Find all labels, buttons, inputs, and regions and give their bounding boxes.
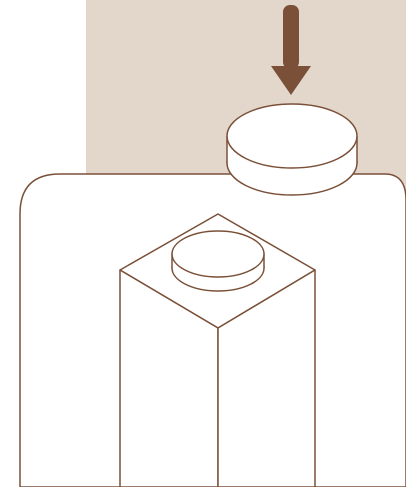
arrow-shaft — [283, 5, 299, 69]
lid — [226, 103, 358, 196]
down-arrow-icon — [271, 5, 311, 95]
arrow-head — [271, 66, 311, 95]
box-cap — [171, 230, 265, 292]
box-right-face — [217, 269, 316, 487]
lid-top — [226, 103, 358, 169]
box-cap-top — [171, 230, 265, 278]
box-left-face — [119, 269, 219, 487]
